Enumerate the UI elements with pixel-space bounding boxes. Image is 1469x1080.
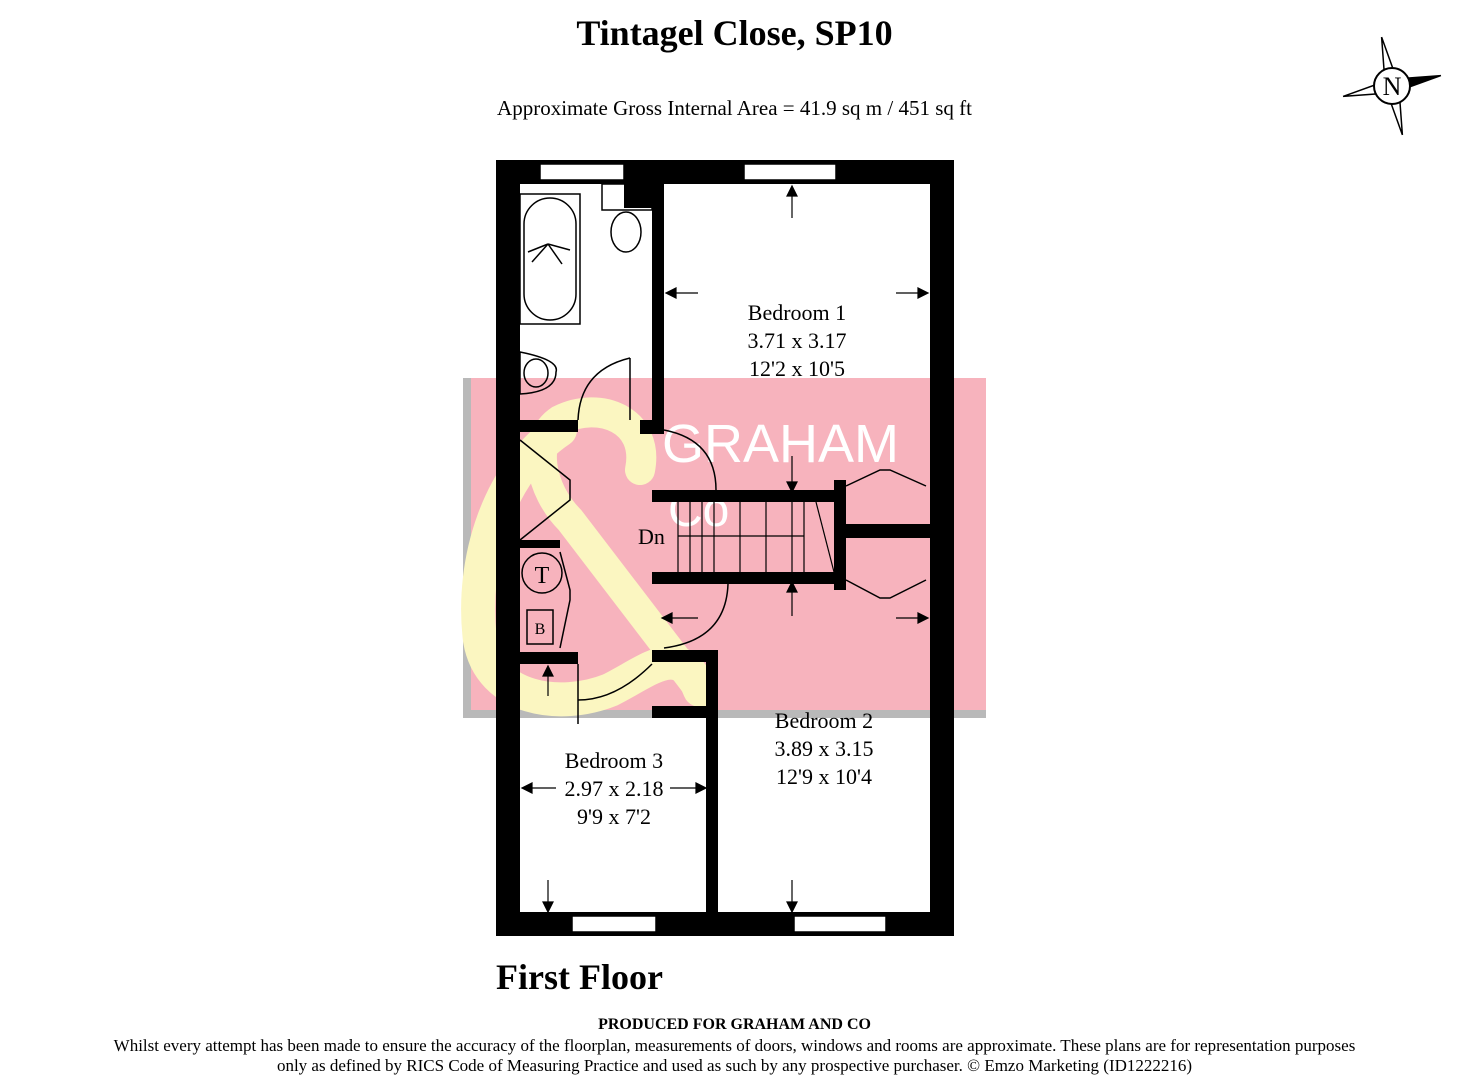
basin-icon xyxy=(519,351,558,395)
staircase xyxy=(677,501,835,573)
door-swings xyxy=(519,357,927,724)
room-metric-bedroom3: 2.97 x 2.18 xyxy=(565,776,664,801)
tank-icon xyxy=(521,552,563,594)
boiler-icon xyxy=(526,609,554,645)
compass-north-label: N xyxy=(1383,72,1402,101)
bathtub-icon xyxy=(519,193,581,325)
floor-label: First Floor xyxy=(496,957,663,997)
windows xyxy=(539,163,887,933)
disclaimer-text: Whilst every attempt has been made to en… xyxy=(113,1036,1356,1075)
boiler-label: B xyxy=(535,621,546,638)
dimension-arrows xyxy=(520,184,930,914)
room-name-bedroom2: Bedroom 2 xyxy=(775,708,873,733)
watermark-brand-name: GRAHAM xyxy=(662,414,899,474)
room-metric-bedroom2: 3.89 x 3.15 xyxy=(775,736,874,761)
room-name-bedroom3: Bedroom 3 xyxy=(565,748,663,773)
gross-area-text: Approximate Gross Internal Area = 41.9 s… xyxy=(497,96,972,120)
room-imperial-bedroom1: 12'2 x 10'5 xyxy=(749,356,845,381)
produced-for-text: PRODUCED FOR GRAHAM AND CO xyxy=(598,1016,871,1033)
tank-label: T xyxy=(535,563,550,589)
compass-icon: N xyxy=(1342,36,1442,136)
room-metric-bedroom1: 3.71 x 3.17 xyxy=(748,328,847,353)
room-imperial-bedroom2: 12'9 x 10'4 xyxy=(776,764,872,789)
room-imperial-bedroom3: 9'9 x 7'2 xyxy=(577,804,651,829)
page-title: Tintagel Close, SP10 xyxy=(576,13,893,53)
room-name-bedroom1: Bedroom 1 xyxy=(748,300,846,325)
toilet-icon xyxy=(601,183,653,253)
stairs-down-label: Dn xyxy=(638,524,665,549)
